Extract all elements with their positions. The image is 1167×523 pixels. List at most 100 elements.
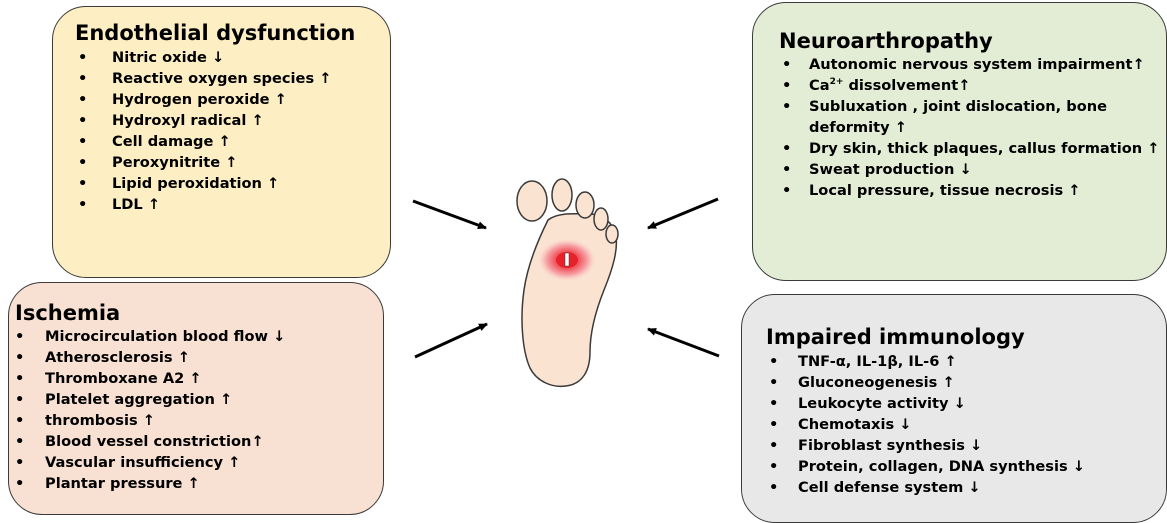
ischemia-list: •Microcirculation blood flow ↓ •Atherosc… [15,326,383,494]
bullet-icon: • [782,96,791,117]
bullet-icon: • [769,477,778,498]
bullet-icon: • [782,138,791,159]
arrow-up-icon: ↑ [148,196,160,213]
list-item: •Lipid peroxidation ↑ [75,173,390,194]
arrow-up-icon: ↑ [1147,140,1159,157]
bullet-icon: • [769,414,778,435]
list-item: •Chemotaxis ↓ [766,414,1166,435]
arrow-up-icon: ↑ [1132,56,1144,73]
arrow-up-icon: ↑ [1068,182,1080,199]
arrow-up-icon: ↑ [267,175,279,192]
bullet-icon: • [782,159,791,180]
ischemia-title: Ischemia [15,301,383,325]
list-item: •Blood vessel constriction↑ [15,431,383,452]
list-item: •LDL ↑ [75,194,390,215]
list-item: •Autonomic nervous system impairment↑ [779,54,1164,75]
bullet-icon: • [769,351,778,372]
bullet-icon: • [769,372,778,393]
arrow-neuro-to-foot [648,199,718,228]
ulcer-highlight [565,253,569,266]
endothelial-title: Endothelial dysfunction [75,21,390,45]
list-item: •Gluconeogenesis ↑ [766,372,1166,393]
arrow-endothelial-to-foot [413,201,486,228]
bullet-icon: • [782,180,791,201]
arrow-down-icon: ↓ [1073,458,1085,475]
list-item: •Ca2+ dissolvement↑ [779,75,1166,96]
bullet-icon: • [78,89,87,110]
list-item: •Reactive oxygen species ↑ [75,68,390,89]
immunology-list: •TNF-α, IL-1β, IL-6 ↑ •Gluconeogenesis ↑… [766,351,1166,498]
arrow-down-icon: ↓ [954,395,966,412]
bullet-icon: • [78,173,87,194]
ischemia-box: Ischemia •Microcirculation blood flow ↓ … [8,282,384,515]
neuroarthropathy-list: •Autonomic nervous system impairment↑ •C… [779,54,1166,201]
bullet-icon: • [782,75,791,96]
bullet-icon: • [15,431,24,452]
bullet-icon: • [15,473,24,494]
bullet-icon: • [15,326,24,347]
foot-illustration [517,179,618,386]
impaired-immunology-box: Impaired immunology •TNF-α, IL-1β, IL-6 … [741,294,1167,523]
list-item: •Hydroxyl radical ↑ [75,110,390,131]
list-item: •Fibroblast synthesis ↓ [766,435,1166,456]
endothelial-list: •Nitric oxide ↓ •Reactive oxygen species… [75,47,390,215]
bullet-icon: • [78,131,87,152]
arrow-up-icon: ↑ [958,77,970,94]
toe-4 [594,208,608,230]
arrow-up-icon: ↑ [225,154,237,171]
arrow-down-icon: ↓ [899,416,911,433]
arrow-up-icon: ↑ [178,349,190,366]
list-item: •Local pressure, tissue necrosis ↑ [779,180,1166,201]
list-item: •Sweat production ↓ [779,159,1166,180]
arrow-up-icon: ↑ [188,475,200,492]
bullet-icon: • [782,54,791,75]
bullet-icon: • [15,452,24,473]
bullet-icon: • [78,194,87,215]
neuroarthropathy-box: Neuroarthropathy •Autonomic nervous syst… [752,2,1167,281]
list-item: •Cell defense system ↓ [766,477,1166,498]
bullet-icon: • [78,68,87,89]
arrow-immunology-to-foot [648,329,719,356]
arrow-up-icon: ↑ [942,374,954,391]
big-toe [517,181,547,221]
list-item: •Cell damage ↑ [75,131,390,152]
bullet-icon: • [78,47,87,68]
arrow-down-icon: ↓ [959,161,971,178]
endothelial-dysfunction-box: Endothelial dysfunction •Nitric oxide ↓ … [52,6,391,278]
list-item: •Leukocyte activity ↓ [766,393,1166,414]
list-item: •Protein, collagen, DNA synthesis ↓ [766,456,1166,477]
list-item: •Peroxynitrite ↑ [75,152,390,173]
arrow-up-icon: ↑ [251,433,263,450]
arrow-up-icon: ↑ [220,391,232,408]
list-item: •Vascular insufficiency ↑ [15,452,383,473]
list-item: •thrombosis ↑ [15,410,383,431]
bullet-icon: • [15,347,24,368]
list-item: •Dry skin, thick plaques, callus formati… [779,138,1164,159]
bullet-icon: • [769,393,778,414]
list-item: •TNF-α, IL-1β, IL-6 ↑ [766,351,1166,372]
toe-3 [576,192,594,218]
immunology-title: Impaired immunology [766,325,1166,349]
arrow-ischemia-to-foot [415,324,487,357]
arrow-down-icon: ↓ [970,437,982,454]
arrow-down-icon: ↓ [273,328,285,345]
bullet-icon: • [15,410,24,431]
list-item: •Thromboxane A2 ↑ [15,368,383,389]
arrow-up-icon: ↑ [189,370,201,387]
arrow-up-icon: ↑ [319,70,331,87]
neuroarthropathy-title: Neuroarthropathy [779,29,1166,53]
toe-2 [552,179,572,211]
arrow-up-icon: ↑ [275,91,287,108]
arrow-up-icon: ↑ [895,119,907,136]
list-item: •Plantar pressure ↑ [15,473,383,494]
bullet-icon: • [78,110,87,131]
arrow-up-icon: ↑ [252,112,264,129]
bullet-icon: • [769,456,778,477]
arrow-down-icon: ↓ [212,49,224,66]
toe-5 [606,225,618,243]
list-item: •Nitric oxide ↓ [75,47,390,68]
bullet-icon: • [15,368,24,389]
bullet-icon: • [78,152,87,173]
arrow-up-icon: ↑ [228,454,240,471]
list-item: •Atherosclerosis ↑ [15,347,383,368]
